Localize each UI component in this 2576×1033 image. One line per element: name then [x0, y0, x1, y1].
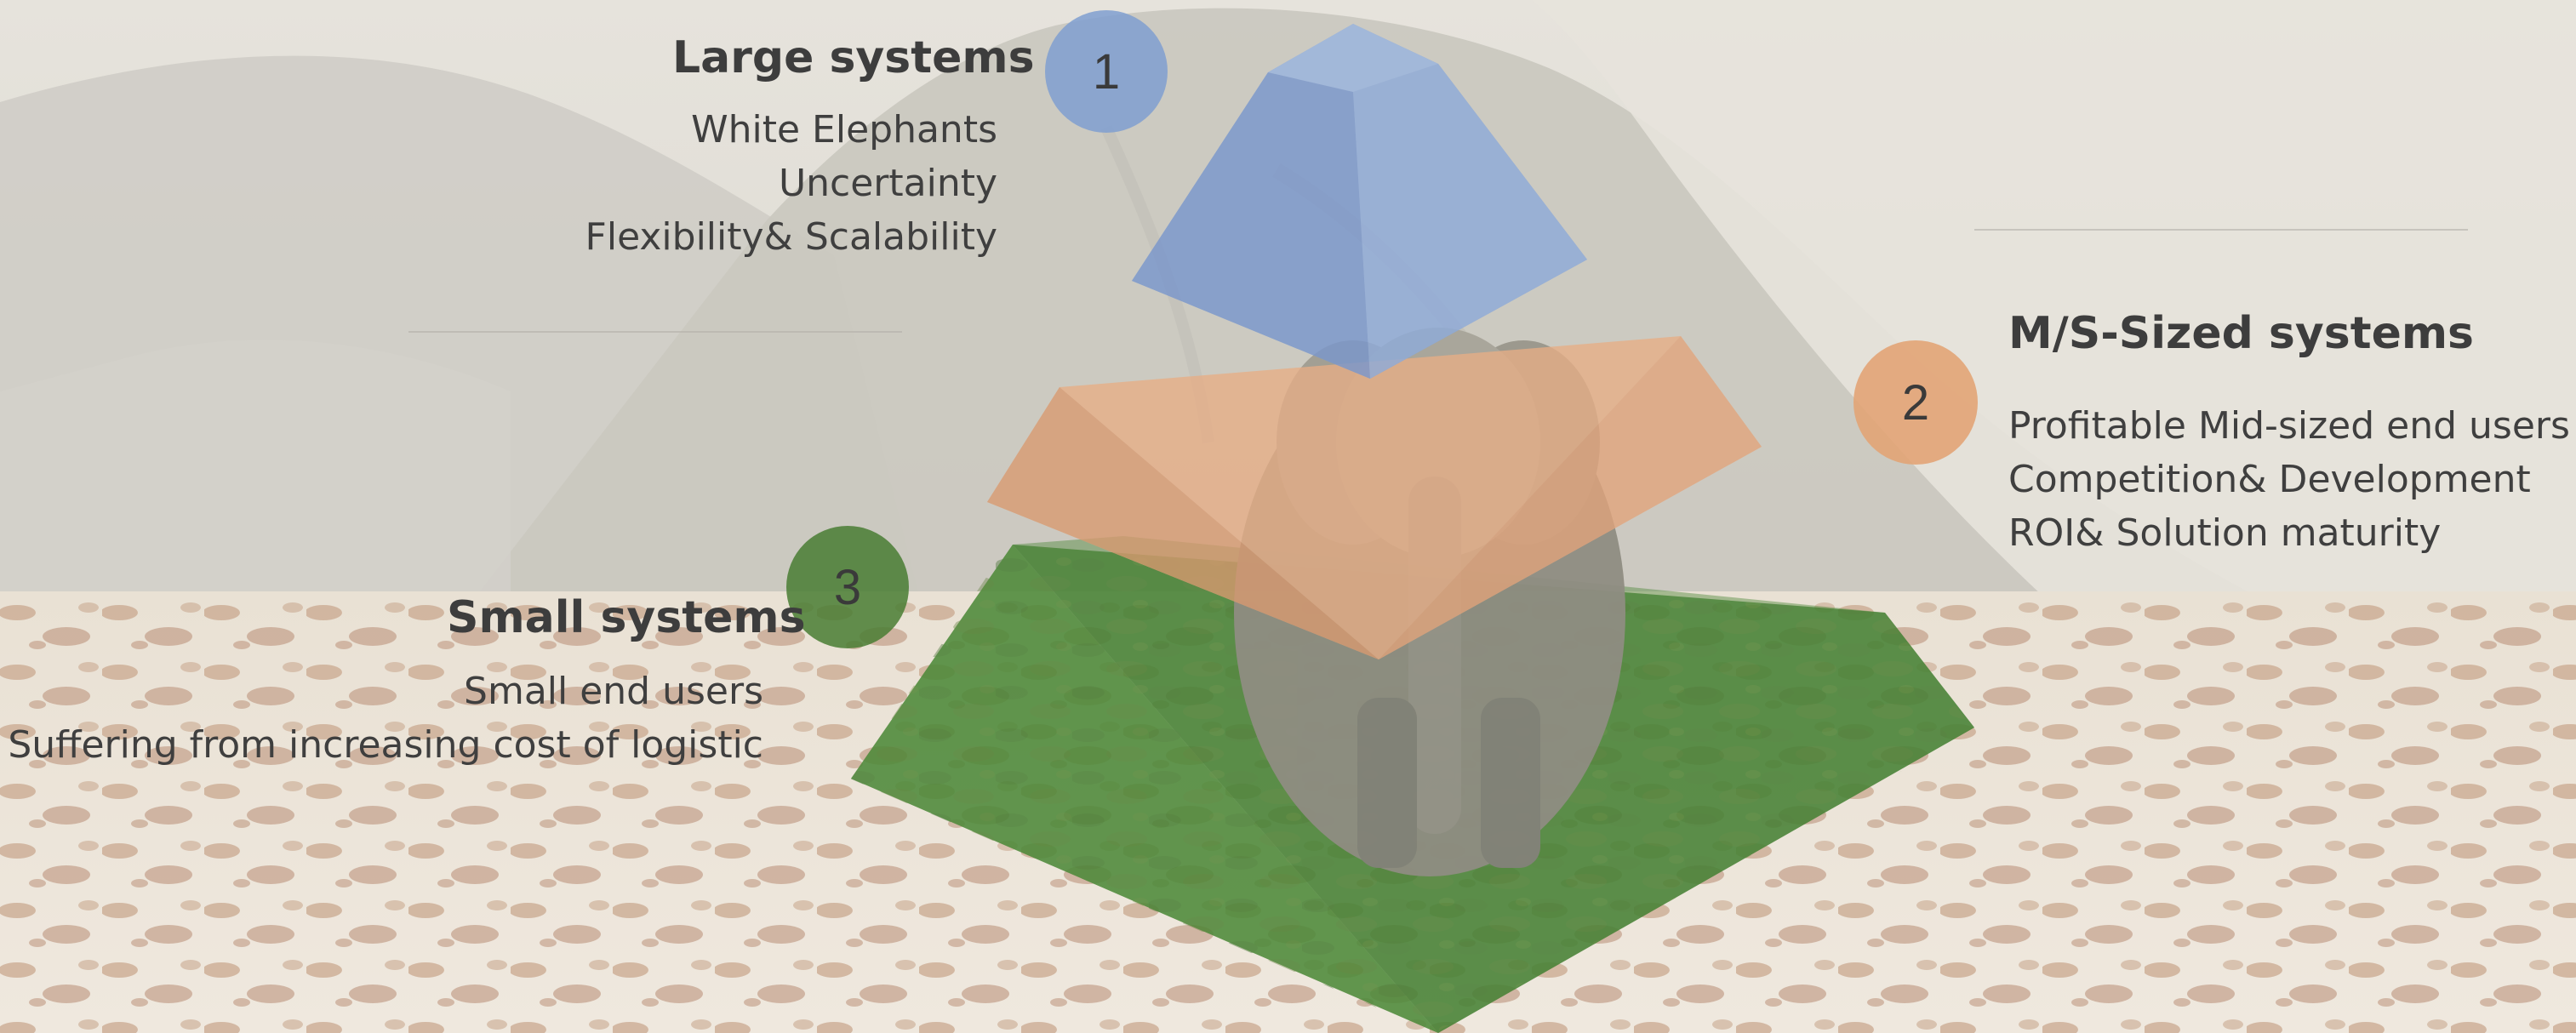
tier-1-badge: 1 — [1045, 10, 1168, 133]
tier-3-number: 3 — [833, 559, 862, 615]
tier-2-heading: M/S-Sized systems — [2008, 308, 2474, 359]
tier-3-line-2: Suffering from increasing cost of logist… — [8, 723, 763, 767]
tier-2-number: 2 — [1901, 374, 1930, 431]
tier-1-line-1: White Elephants — [691, 108, 997, 151]
tier-1-line-3: Flexibility& Scalability — [585, 215, 997, 259]
tier-3-heading: Small systems — [447, 592, 806, 643]
tier-1-pyramid — [1132, 24, 1587, 379]
tier-1-heading: Large systems — [672, 32, 1035, 83]
tier-2-badge: 2 — [1853, 340, 1978, 465]
tier-2-line-3: ROI& Solution maturity — [2008, 511, 2442, 555]
tier-2-line-1: Profitable Mid-sized end users — [2008, 404, 2570, 448]
tier-1-number: 1 — [1092, 43, 1121, 100]
tier-3-line-1: Small end users — [464, 670, 763, 713]
tier-3-badge: 3 — [786, 526, 909, 648]
tier-1-line-2: Uncertainty — [778, 162, 997, 205]
mountain-haze — [1532, 0, 2576, 596]
tier-2-line-2: Competition& Development — [2008, 458, 2531, 501]
tier-2-pyramid — [987, 336, 1762, 659]
